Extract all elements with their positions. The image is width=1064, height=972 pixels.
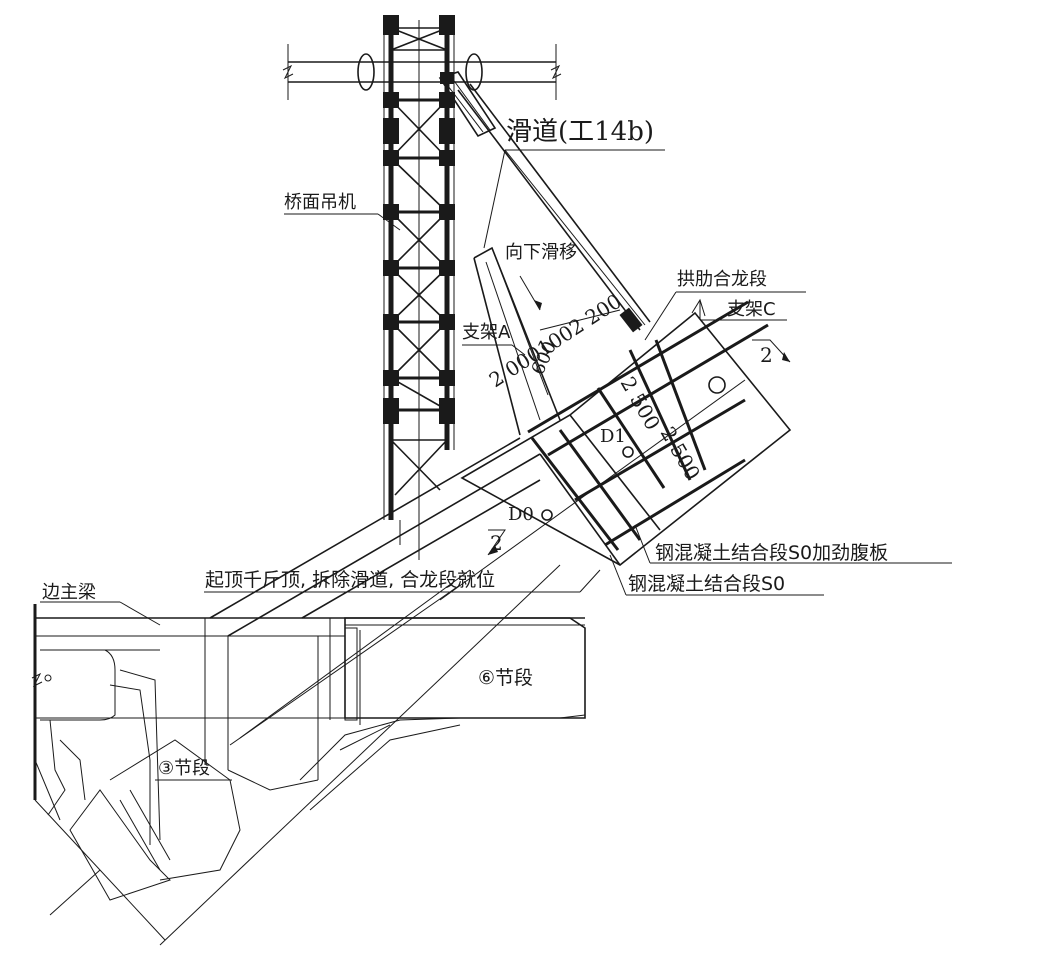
point-d0-marker <box>541 509 553 521</box>
slide-down-label: 向下滑移 <box>505 242 577 263</box>
right-marker <box>708 376 726 394</box>
jacking-note-label: 起顶千斤顶, 拆除滑道, 合龙段就位 <box>205 569 495 591</box>
support-a <box>473 246 561 436</box>
slideway-beam <box>457 83 651 333</box>
deck-beam <box>282 44 562 100</box>
section-mark-top: 2 <box>760 343 773 367</box>
point-d0-label: D0 <box>508 504 534 525</box>
segment-6-label: ⑥节段 <box>478 667 533 689</box>
s0-label: 钢混凝土结合段S0 <box>628 573 785 595</box>
arch-rib <box>49 298 792 946</box>
lower-structure <box>31 604 586 941</box>
arch-closure-label: 拱肋合龙段 <box>677 269 767 290</box>
s0-web-label: 钢混凝土结合段S0加劲腹板 <box>655 542 888 564</box>
point-d1-marker <box>622 446 634 458</box>
section-mark-bottom: 2 <box>490 531 503 555</box>
deck-crane-tower <box>383 15 455 560</box>
slideway-hanger <box>438 71 497 138</box>
segment-3-label: ③节段 <box>158 758 210 779</box>
side-girder-label: 边主梁 <box>42 582 96 603</box>
slideway-label: 滑道(工14b) <box>506 117 654 147</box>
support-a-label: 支架A <box>462 322 511 343</box>
leader-lines <box>40 149 952 781</box>
deck-crane-label: 桥面吊机 <box>284 192 356 213</box>
support-c-label: 支架C <box>727 299 776 320</box>
point-d1-label: D1 <box>600 426 626 447</box>
